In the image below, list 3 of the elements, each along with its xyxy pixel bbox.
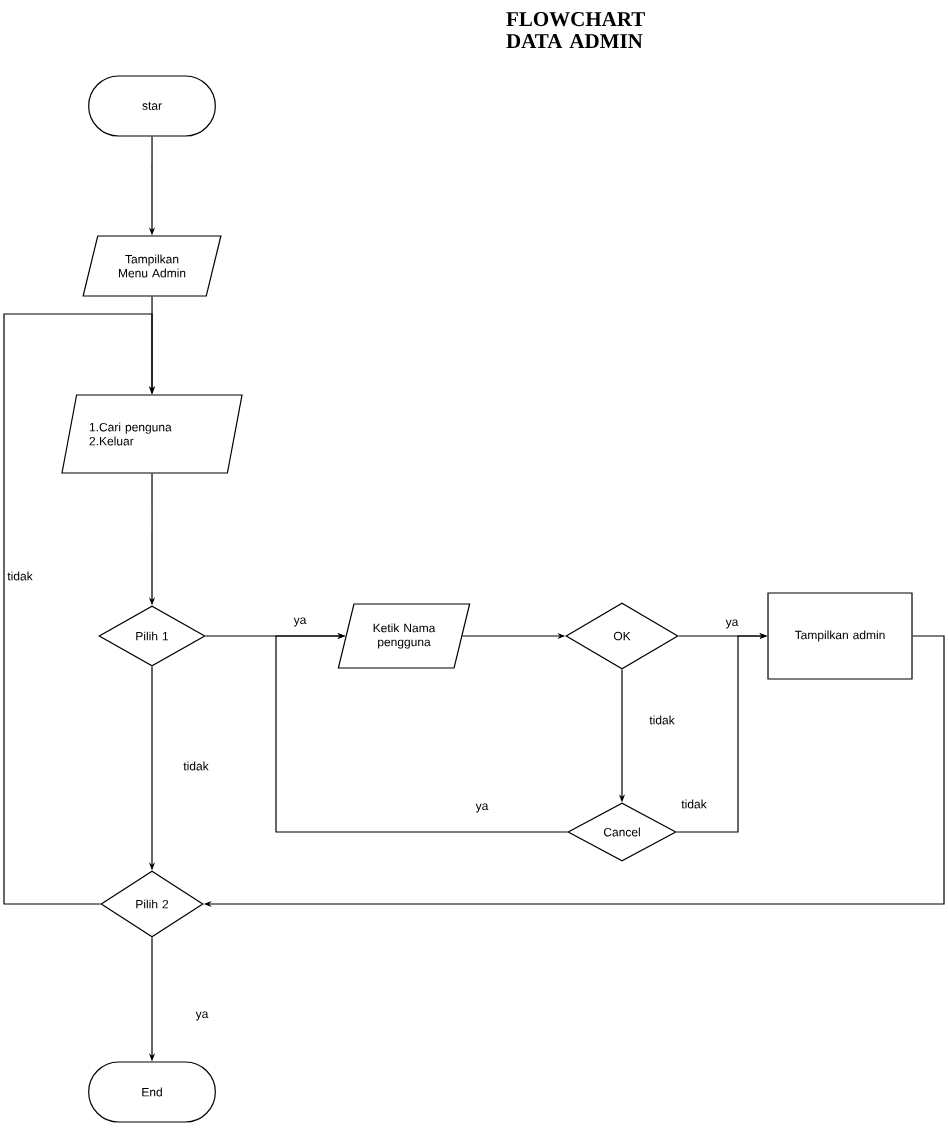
title: FLOWCHART DATA ADMIN bbox=[506, 12, 645, 48]
arrow bbox=[275, 632, 568, 833]
arrow bbox=[3, 313, 156, 905]
